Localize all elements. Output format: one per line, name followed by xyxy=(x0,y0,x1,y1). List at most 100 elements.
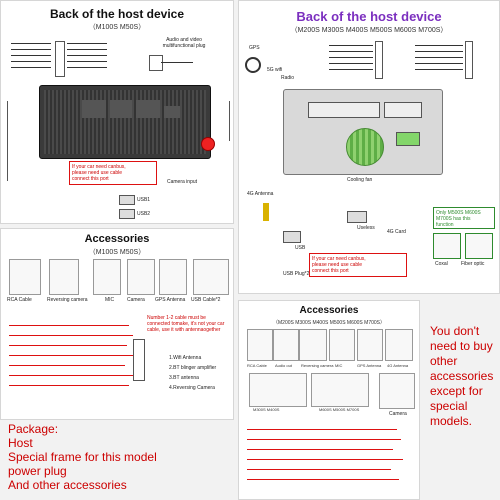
right-host-device-panel: Back of the host device （M200S M300S M40… xyxy=(238,0,500,294)
right-accessory-audio-out-image xyxy=(273,329,299,361)
package-line-2: Special frame for this model xyxy=(8,450,157,464)
right-gps-label: GPS xyxy=(249,45,260,51)
right-wiring-harness xyxy=(315,41,485,83)
package-section: Package: Host Special frame for this mod… xyxy=(8,422,228,496)
right-accessory-gps-antenna-image xyxy=(357,329,383,361)
left-main-harness-line-1 xyxy=(9,325,129,326)
left-accessory-mic-label: MIC xyxy=(105,297,115,303)
right-accessory-camera-image xyxy=(379,373,415,409)
left-harness-wire-6 xyxy=(67,43,107,44)
left-host-port-1 xyxy=(82,100,106,118)
right-accessories-subtitle: （M200S M300S M400S M500S M600S M700S） xyxy=(273,320,385,326)
left-harness-wire-7 xyxy=(67,49,107,50)
right-accessory-gps-antenna-label: GPS Antenna xyxy=(357,363,382,368)
right-main-harness-line-1 xyxy=(247,429,397,430)
left-av-plug xyxy=(149,55,163,71)
left-host-port-4 xyxy=(164,106,180,118)
left-usb1-plug xyxy=(119,195,135,205)
right-radio-label: Radio xyxy=(281,75,295,81)
right-model-label-2: M600S M500S M700S xyxy=(319,407,360,412)
right-harness-wire-8 xyxy=(415,57,463,58)
right-accessories-title: Accessories xyxy=(299,305,359,316)
right-main-harness-line-2 xyxy=(247,439,401,440)
right-harness-connector-2 xyxy=(465,41,473,79)
right-accessory-reversing-camera-image xyxy=(299,329,327,361)
package-line-4: And other accessories xyxy=(8,478,127,492)
left-accessory-camera-image xyxy=(127,259,155,295)
left-host-title: Back of the host device xyxy=(49,7,185,21)
left-usb1-label: USB1 xyxy=(137,197,151,203)
left-accessory-mic-image xyxy=(93,259,121,295)
right-accessory-4g-antenna-label: 4G Antenna xyxy=(387,363,409,368)
right-accessory-4g-antenna-image xyxy=(385,329,413,361)
left-accessory-gps-antenna-image xyxy=(159,259,187,295)
left-av-wire xyxy=(161,62,193,63)
right-harness-wire-6 xyxy=(415,45,463,46)
left-main-harness-line-2 xyxy=(9,335,133,336)
left-accessory-rca-cable-image xyxy=(9,259,41,295)
left-accessory-gps-antenna-label: GPS Antenna xyxy=(155,297,186,303)
right-accessory-rca-cable-image xyxy=(247,329,273,361)
right-harness-wire-7 xyxy=(415,51,463,52)
right-accessory-usb-cable-image xyxy=(249,373,307,407)
left-main-harness-line-3 xyxy=(9,345,127,346)
right-harness-wire-5 xyxy=(329,69,373,70)
right-harness-wire-9 xyxy=(415,63,463,64)
right-harness-wire-2 xyxy=(329,51,373,52)
right-accessories-panel: Accessories （M200S M300S M400S M500S M60… xyxy=(238,300,420,500)
right-host-title: Back of the host device xyxy=(296,9,442,24)
left-host-subtitle: （M100S M50S） xyxy=(88,24,146,31)
right-coaxial-label: Coxal xyxy=(435,261,448,267)
right-4g-card-label: 4G Card xyxy=(387,229,406,235)
left-right-wiring-labels xyxy=(213,101,230,141)
right-harness-connector-1 xyxy=(375,41,383,79)
left-harness-wire-4 xyxy=(11,61,51,62)
right-wifi-label: 5G wifi xyxy=(267,67,283,73)
left-cable-note-item-2: 2.BT blinger amplifier xyxy=(169,365,217,371)
left-cable-note-item-4: 4.Reversing Camera xyxy=(169,385,215,391)
right-accessory-rca-cable-label: RCA Cable xyxy=(247,363,267,368)
right-accessory-usb-cable-image-2 xyxy=(311,373,369,407)
left-accessory-camera-label: Camera xyxy=(127,297,145,303)
left-harness-wire-5 xyxy=(11,67,51,68)
right-gps-connector xyxy=(245,57,261,73)
left-main-harness-line-5 xyxy=(9,365,125,366)
left-accessory-reversing-camera-image xyxy=(49,259,79,295)
left-cable-note-item-3: 3.BT antenna xyxy=(169,375,199,381)
left-harness-wire-8 xyxy=(67,55,107,56)
left-cable-note: Number 1-2 cable must be connected tomak… xyxy=(147,315,225,333)
right-fiber-optic-connector xyxy=(465,233,493,259)
left-cable-note-item-1: 1.Wifi Antenna xyxy=(169,355,202,361)
left-harness-wire-9 xyxy=(67,61,107,62)
right-main-harness-line-6 xyxy=(247,479,399,480)
right-host-subtitle: （M200S M300S M400S M500S M600S M700S） xyxy=(290,27,448,34)
left-camera-input-label: Camera input xyxy=(167,179,198,185)
left-main-harness-line-6 xyxy=(9,375,135,376)
right-accessory-reversing-camera-label: Reversing camera xyxy=(301,363,334,368)
right-model-label-1: M300S M400S xyxy=(253,407,280,412)
right-only-models-note: Only M500S M600S M700S has this function xyxy=(433,207,495,229)
left-host-port-3 xyxy=(136,100,160,118)
left-camera-input-plug xyxy=(201,137,215,151)
left-main-harness xyxy=(9,313,145,409)
left-wiring-harness xyxy=(11,37,111,79)
left-harness-wire-3 xyxy=(11,55,51,56)
package-heading: Package: xyxy=(8,422,59,436)
left-av-label: Audio and video multifunctional plug xyxy=(162,37,206,49)
right-side-note: You don't need to buy other accessories … xyxy=(430,324,494,428)
right-useless-plug xyxy=(347,211,367,223)
right-useless-label: Useless xyxy=(357,225,375,231)
right-main-harness-line-3 xyxy=(247,449,393,450)
left-accessories-panel: Accessories （M100S M50S） RCA Cable Rever… xyxy=(0,228,234,420)
left-usb2-plug xyxy=(119,209,135,219)
right-coaxial-connector xyxy=(433,233,461,259)
right-host-device xyxy=(283,89,443,175)
left-accessory-usb-cable-label: USB Cable*2 xyxy=(191,297,221,303)
left-main-harness-plug xyxy=(133,339,145,381)
left-harness-wire-1 xyxy=(11,43,51,44)
right-harness-wire-10 xyxy=(415,69,463,70)
right-host-port-bank xyxy=(308,102,380,118)
package-line-3: power plug xyxy=(8,464,67,478)
right-4g-antenna-label: 4G Antenna xyxy=(247,191,274,197)
right-main-harness-line-5 xyxy=(247,469,391,470)
